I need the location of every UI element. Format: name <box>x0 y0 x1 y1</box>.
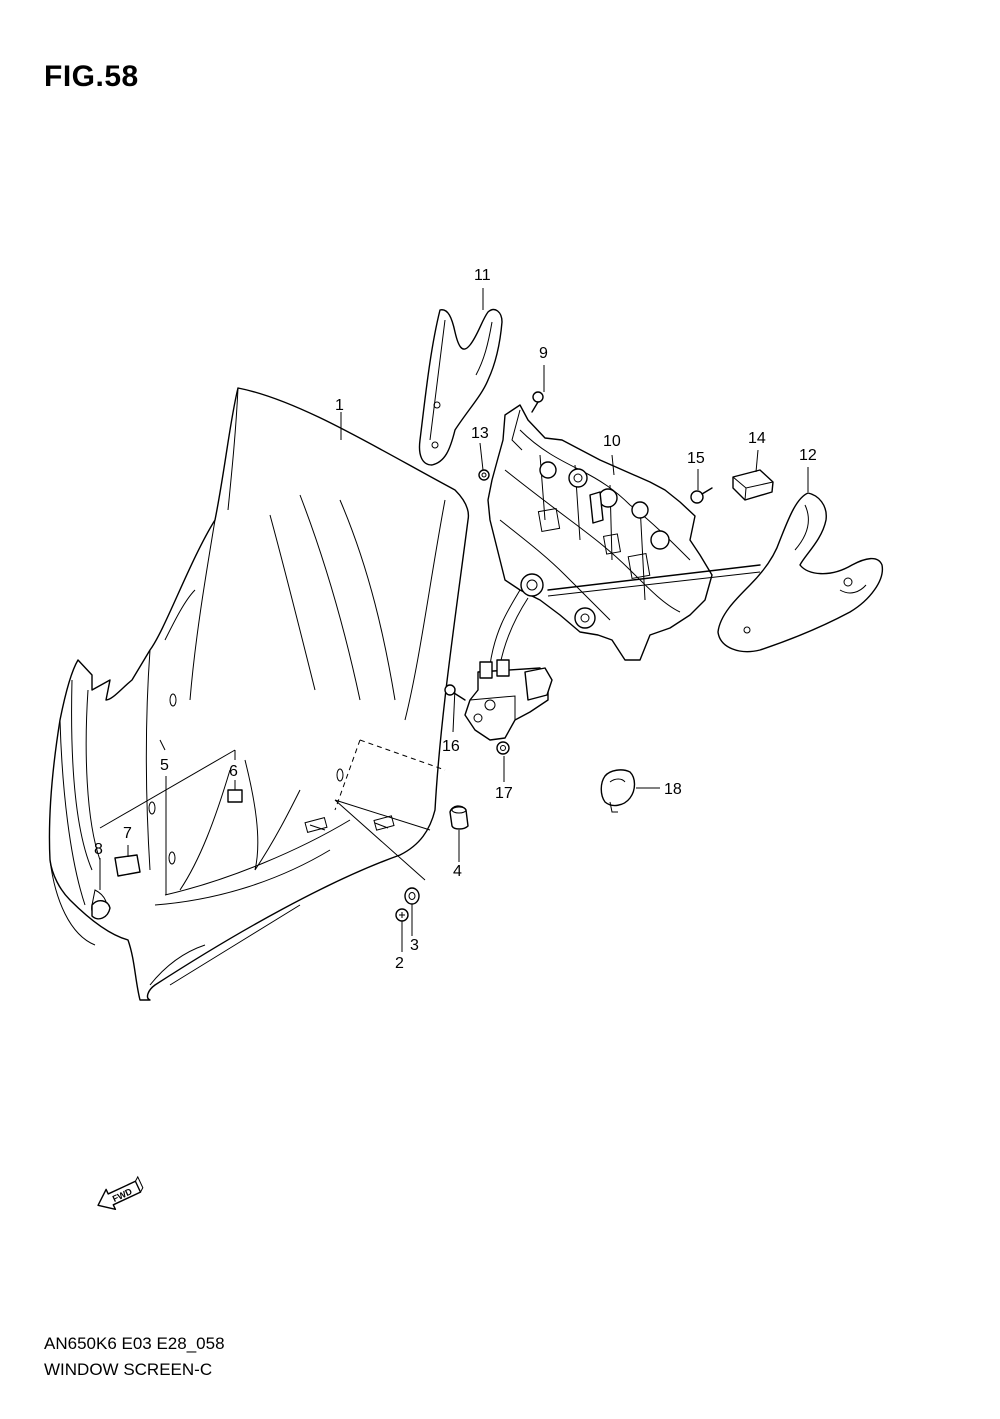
callout-1: 1 <box>335 397 344 414</box>
callout-13: 13 <box>471 425 489 442</box>
bracket-left-part <box>418 308 503 466</box>
callout-12: 12 <box>799 447 817 464</box>
adjuster-assembly-part <box>487 404 761 666</box>
pad-6-part <box>227 789 243 803</box>
leader-lines <box>99 288 809 952</box>
callout-18: 18 <box>664 781 682 798</box>
callout-11: 11 <box>474 267 491 284</box>
callout-10: 10 <box>603 433 621 450</box>
nut-13-part <box>478 469 490 481</box>
pad-7-part <box>114 854 141 877</box>
callout-6: 6 <box>229 763 238 780</box>
callout-3: 3 <box>410 937 419 954</box>
bracket-right-part <box>717 492 884 653</box>
clamp-18-part <box>600 769 636 813</box>
pad-14-part <box>732 469 774 501</box>
callout-5: 5 <box>160 757 169 774</box>
bolt-15-part <box>690 487 713 504</box>
figure-title: FIG.58 <box>44 60 139 93</box>
callout-2: 2 <box>395 955 404 972</box>
callout-14: 14 <box>748 430 766 447</box>
callout-16: 16 <box>442 738 460 755</box>
motor-unit-part <box>464 659 553 741</box>
callout-8: 8 <box>94 841 103 858</box>
emblem-8-part <box>91 900 111 920</box>
diagram-name: WINDOW SCREEN-C <box>44 1360 213 1379</box>
callout-4: 4 <box>453 863 462 880</box>
callout-7: 7 <box>123 825 132 842</box>
callout-17: 17 <box>495 785 513 802</box>
washer-3-part <box>404 887 420 905</box>
grommet-4-part <box>449 805 469 830</box>
screw-9-part <box>531 391 544 413</box>
windscreen-part <box>48 387 470 1001</box>
callout-labels: 1 2 3 4 5 6 7 8 9 10 11 12 13 14 15 16 1… <box>94 267 817 972</box>
forward-direction-arrow-icon: FWD <box>97 1175 144 1211</box>
callout-15: 15 <box>687 450 705 467</box>
screw-2-part <box>395 908 409 922</box>
nut-17-part <box>496 741 510 755</box>
diagram-code: AN650K6 E03 E28_058 <box>44 1334 225 1353</box>
callout-9: 9 <box>539 345 548 362</box>
